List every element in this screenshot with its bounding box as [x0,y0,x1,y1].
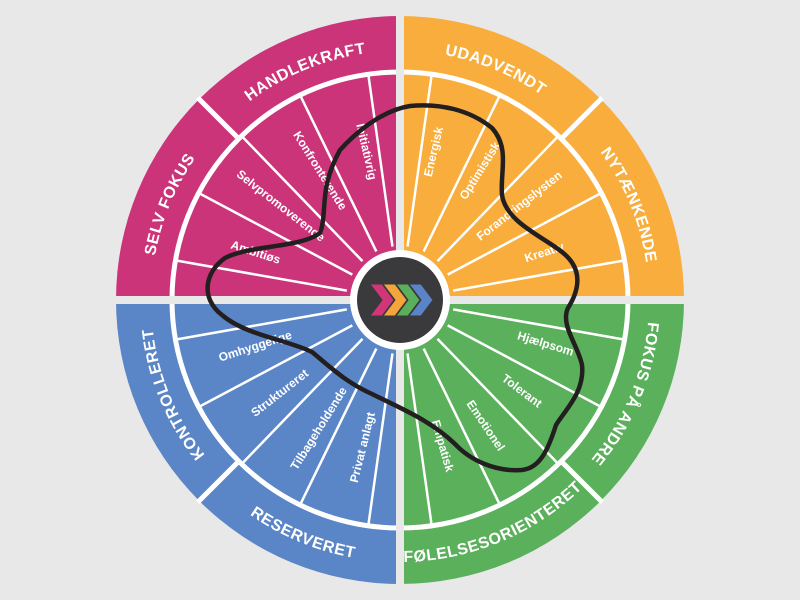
trait-divider [406,74,433,247]
chevron-icon [382,283,408,317]
trait-divider [175,308,348,341]
trait-divider [240,135,364,263]
outer-divider [195,95,241,141]
wheel-dividers [112,12,688,588]
chevron-arrows-icon [369,283,434,317]
trait-divider [406,353,433,526]
outer-divider [195,459,241,505]
trait-divider [422,94,502,253]
trait-divider [422,347,502,506]
quadrant-orange [400,16,684,300]
wheel-sectors [116,16,684,584]
chevron-icon [395,283,421,317]
chevron-icon [408,283,434,317]
quadrant-pink [116,16,400,300]
trait-divider [447,191,602,276]
profile-outline [205,103,585,473]
trait-divider [198,324,353,409]
trait-divider [175,259,348,292]
outer-divider [559,459,605,505]
trait-divider [367,353,394,526]
center-logo [350,250,450,350]
trait-divider [240,337,364,465]
trait-divider [452,259,625,292]
quadrant-blue [116,300,400,584]
trait-divider [436,337,560,465]
chevron-icon [369,283,395,317]
trait-divider [298,347,378,506]
trait-divider [436,135,560,263]
trait-divider [367,74,394,247]
trait-divider [298,94,378,253]
trait-divider [198,191,353,276]
trait-divider [452,308,625,341]
quadrant-green [400,300,684,584]
outer-divider [559,95,605,141]
